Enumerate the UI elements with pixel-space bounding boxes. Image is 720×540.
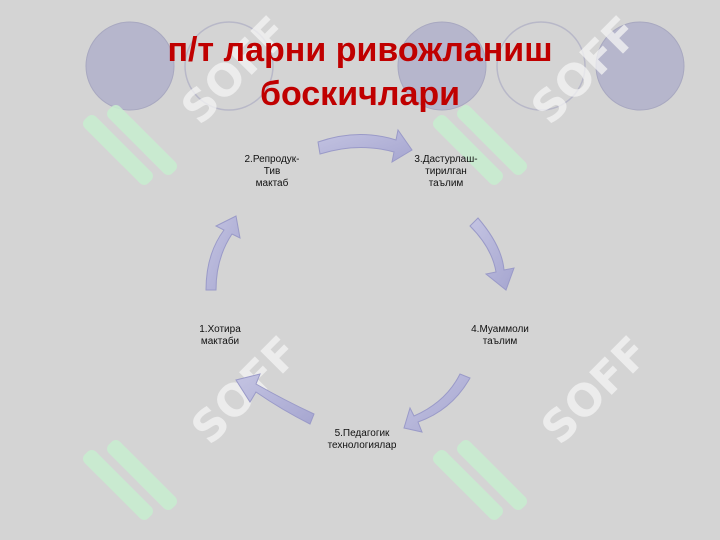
- node-1-memory-school: 1.Хотира мактаби: [199, 324, 241, 347]
- node-3-programmed-learning: 3.Дастурлаш- тирилган таълим: [414, 154, 478, 189]
- deco-circle-2: [184, 21, 274, 111]
- deco-circle-1: [85, 21, 175, 111]
- arrow-1-to-2: [205, 215, 241, 291]
- node-4-problem-learning: 4.Муаммоли таълим: [471, 324, 529, 347]
- slide-title: п/т ларни ривожланиш боскичлари: [100, 28, 620, 116]
- deco-circle-5: [595, 21, 685, 111]
- title-line-2: боскичлари: [259, 75, 461, 113]
- arrow-2-to-3: [317, 128, 413, 164]
- deco-circle-3: [397, 21, 487, 111]
- arrow-3-to-4: [469, 217, 515, 291]
- arrow-5-to-1: [235, 373, 315, 425]
- title-line-1: п/т ларни ривожланиш: [167, 31, 553, 69]
- node-2-reproductive-school: 2.Репродук- Тив мактаб: [244, 154, 300, 189]
- node-5-pedagogical-technologies: 5.Педагогик технологиялар: [327, 428, 397, 451]
- deco-circle-4: [496, 21, 586, 111]
- arrow-4-to-5: [403, 373, 471, 433]
